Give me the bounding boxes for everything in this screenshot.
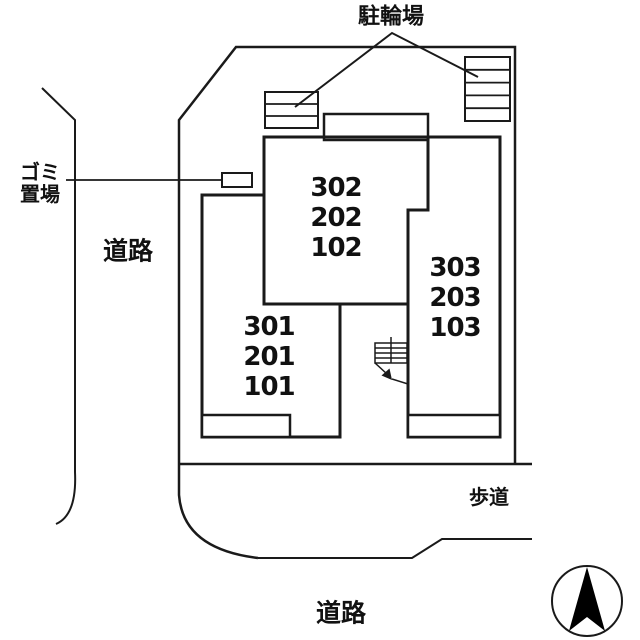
unit-label-101: 101 — [243, 372, 294, 402]
unit-label-301: 301 — [243, 312, 294, 342]
bicycle-rack-right-icon — [464, 56, 511, 122]
stairs-icon — [374, 337, 409, 385]
bicycle-rack-left-icon — [264, 91, 319, 129]
road-bottom-label: 道路 — [316, 599, 367, 628]
north-arrow-icon — [551, 565, 623, 637]
unit-label-201: 201 — [243, 342, 294, 372]
bicycle-parking-leader-line — [294, 31, 479, 108]
stairs-direction-arrowhead — [381, 368, 392, 380]
garbage-label-line2: 置場 — [20, 182, 60, 206]
site-boundary — [177, 45, 517, 560]
garbage-storage-box — [221, 172, 253, 188]
sidewalk-label: 歩道 — [469, 485, 509, 509]
unit-label-103: 103 — [429, 313, 480, 343]
entry-recess-right — [406, 413, 502, 439]
left-road-edge-line — [41, 87, 77, 525]
unit-label-203: 203 — [429, 283, 480, 313]
unit-label-102: 102 — [310, 233, 361, 263]
unit-label-202: 202 — [310, 203, 361, 233]
garbage-label-line1: ゴミ — [20, 160, 60, 184]
sidewalk-curb-line — [258, 538, 532, 559]
bicycle-parking-label: 駐輪場 — [358, 4, 424, 30]
entry-recess-left — [200, 413, 292, 439]
unit-label-303: 303 — [429, 253, 480, 283]
unit-label-302: 302 — [310, 173, 361, 203]
road-left-label: 道路 — [103, 237, 154, 266]
